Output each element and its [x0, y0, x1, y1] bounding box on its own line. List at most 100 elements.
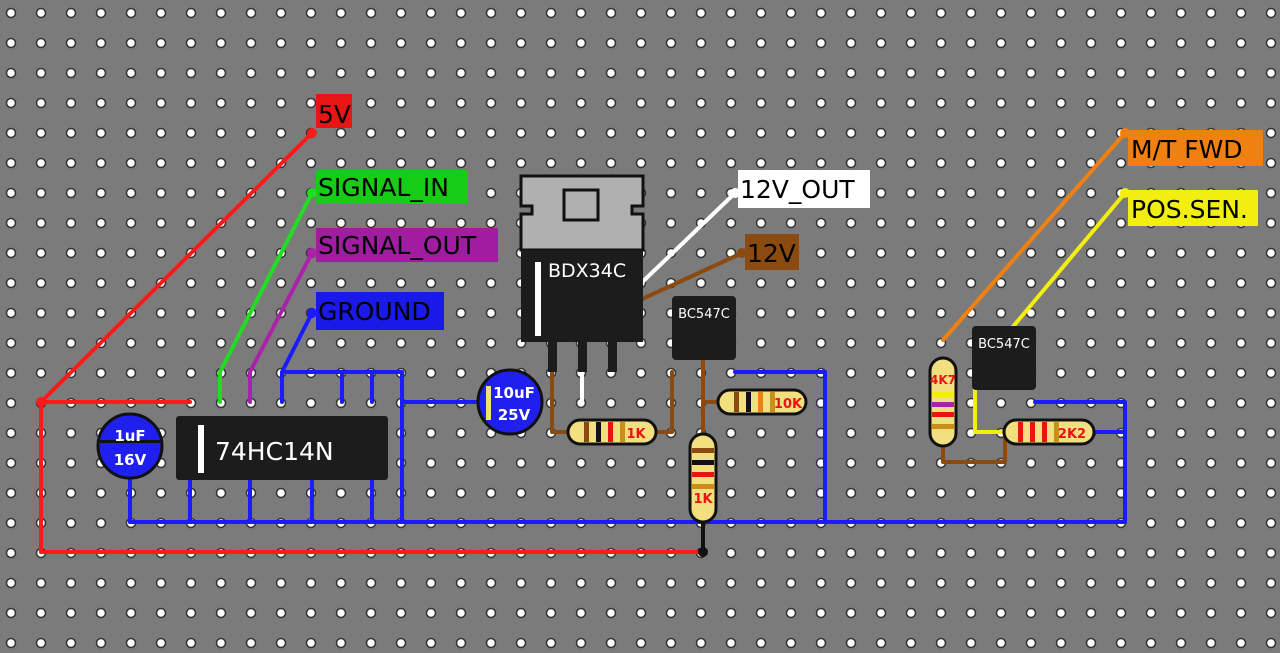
- board-hole: [215, 97, 227, 109]
- board-hole: [305, 7, 317, 19]
- board-hole: [455, 7, 467, 19]
- board-hole: [635, 67, 647, 79]
- board-hole: [485, 127, 497, 139]
- board-hole: [65, 157, 77, 169]
- board-hole: [935, 577, 947, 589]
- board-hole: [1115, 607, 1127, 619]
- board-hole: [95, 37, 107, 49]
- r5-band-4: [1054, 422, 1059, 442]
- board-hole: [5, 547, 17, 559]
- board-hole: [995, 127, 1007, 139]
- board-hole: [5, 337, 17, 349]
- board-hole: [395, 157, 407, 169]
- board-hole: [515, 607, 527, 619]
- endpoint-mt-fwd: [1120, 128, 1130, 138]
- board-hole: [215, 37, 227, 49]
- board-hole: [275, 127, 287, 139]
- ic-74hc14n: 74HC14N: [176, 416, 388, 480]
- board-hole: [365, 607, 377, 619]
- board-hole: [1175, 637, 1187, 649]
- board-hole: [905, 337, 917, 349]
- board-hole: [1055, 487, 1067, 499]
- board-hole: [425, 367, 437, 379]
- board-hole: [125, 277, 137, 289]
- board-hole: [5, 37, 17, 49]
- board-hole: [365, 37, 377, 49]
- board-hole: [275, 607, 287, 619]
- board-hole: [155, 247, 167, 259]
- board-hole: [845, 577, 857, 589]
- board-hole: [215, 187, 227, 199]
- endpoint-5v: [307, 128, 317, 138]
- board-hole: [1055, 637, 1067, 649]
- board-hole: [425, 277, 437, 289]
- board-hole: [665, 217, 677, 229]
- board-hole: [935, 67, 947, 79]
- board-hole: [95, 367, 107, 379]
- board-hole: [1265, 247, 1277, 259]
- board-hole: [305, 607, 317, 619]
- board-hole: [1265, 277, 1277, 289]
- board-hole: [485, 67, 497, 79]
- board-hole: [1055, 247, 1067, 259]
- board-hole: [755, 127, 767, 139]
- board-hole: [515, 157, 527, 169]
- board-hole: [1115, 547, 1127, 559]
- board-hole: [1205, 337, 1217, 349]
- board-hole: [815, 277, 827, 289]
- board-hole: [1265, 127, 1277, 139]
- board-hole: [1055, 577, 1067, 589]
- board-hole: [305, 577, 317, 589]
- board-hole: [35, 607, 47, 619]
- board-hole: [1145, 307, 1157, 319]
- board-hole: [695, 577, 707, 589]
- board-hole: [695, 637, 707, 649]
- board-hole: [1055, 187, 1067, 199]
- board-hole: [575, 487, 587, 499]
- board-hole: [65, 247, 77, 259]
- board-hole: [245, 67, 257, 79]
- junction-5v-left: [36, 397, 46, 407]
- label-mt-fwd-bg: [1128, 130, 1263, 166]
- board-hole: [1145, 277, 1157, 289]
- board-hole: [1025, 97, 1037, 109]
- board-hole: [1235, 457, 1247, 469]
- board-hole: [1025, 67, 1037, 79]
- board-hole: [245, 7, 257, 19]
- board-hole: [1235, 67, 1247, 79]
- board-hole: [1175, 67, 1187, 79]
- board-hole: [935, 487, 947, 499]
- board-hole: [665, 97, 677, 109]
- board-hole: [425, 127, 437, 139]
- board-hole: [1025, 277, 1037, 289]
- board-hole: [125, 127, 137, 139]
- board-hole: [35, 367, 47, 379]
- board-hole: [1145, 517, 1157, 529]
- board-hole: [785, 307, 797, 319]
- board-hole: [1025, 457, 1037, 469]
- board-hole: [1115, 637, 1127, 649]
- board-hole: [545, 127, 557, 139]
- bdx-body: [521, 250, 643, 342]
- board-hole: [635, 157, 647, 169]
- board-hole: [635, 607, 647, 619]
- board-hole: [1145, 337, 1157, 349]
- board-hole: [1205, 367, 1217, 379]
- board-hole: [725, 277, 737, 289]
- board-hole: [5, 427, 17, 439]
- board-hole: [1205, 577, 1217, 589]
- board-hole: [455, 127, 467, 139]
- board-hole: [125, 577, 137, 589]
- board-hole: [1115, 337, 1127, 349]
- board-hole: [1115, 277, 1127, 289]
- board-hole: [1235, 37, 1247, 49]
- board-hole: [455, 637, 467, 649]
- board-hole: [785, 37, 797, 49]
- board-hole: [65, 577, 77, 589]
- board-hole: [215, 157, 227, 169]
- cap2-voltage: 25V: [498, 406, 531, 424]
- board-hole: [35, 127, 47, 139]
- board-hole: [875, 67, 887, 79]
- board-hole: [755, 487, 767, 499]
- board-hole: [1235, 397, 1247, 409]
